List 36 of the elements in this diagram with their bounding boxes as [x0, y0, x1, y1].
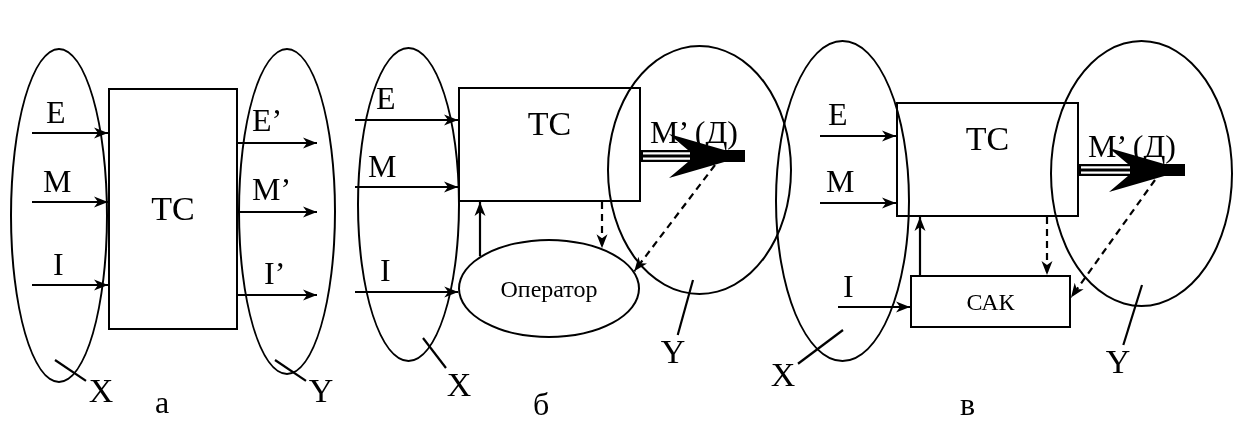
process-box	[896, 102, 1079, 217]
edge-label: I	[380, 254, 391, 286]
box-label: ТС	[151, 192, 195, 226]
oval-node	[458, 239, 640, 338]
edge-label: I	[843, 270, 854, 302]
ellipse-region	[775, 40, 910, 362]
panel-label: а	[155, 386, 170, 418]
set-label: X	[444, 368, 474, 402]
edge-label: M	[43, 165, 72, 197]
set-label: X	[86, 374, 116, 408]
edge-label: I	[53, 248, 64, 280]
set-label: Y	[658, 335, 688, 369]
edge-label: M	[368, 150, 397, 182]
process-box	[910, 275, 1071, 328]
box-label: ТС	[965, 122, 1010, 156]
edge-label: M’	[252, 173, 292, 205]
panel-label: б	[533, 388, 550, 420]
process-box	[458, 87, 641, 202]
set-label: X	[768, 358, 798, 392]
edge-label: I’	[264, 257, 286, 289]
ellipse-region	[1050, 40, 1233, 307]
ellipse-region	[607, 45, 792, 295]
edge-label: E	[46, 96, 66, 128]
box-label: Оператор	[500, 276, 598, 301]
edge-label: E’	[252, 104, 283, 136]
panel-label: в	[960, 388, 976, 420]
process-box	[108, 88, 238, 330]
ellipse-region	[357, 47, 460, 362]
set-label: Y	[306, 374, 336, 408]
box-label: ТС	[527, 107, 572, 141]
ellipse-region	[238, 48, 336, 375]
edge-label: E	[376, 82, 396, 114]
box-label: САК	[966, 289, 1015, 314]
edge-label: E	[828, 98, 848, 130]
edge-label: M	[826, 165, 855, 197]
set-label: Y	[1103, 345, 1133, 379]
